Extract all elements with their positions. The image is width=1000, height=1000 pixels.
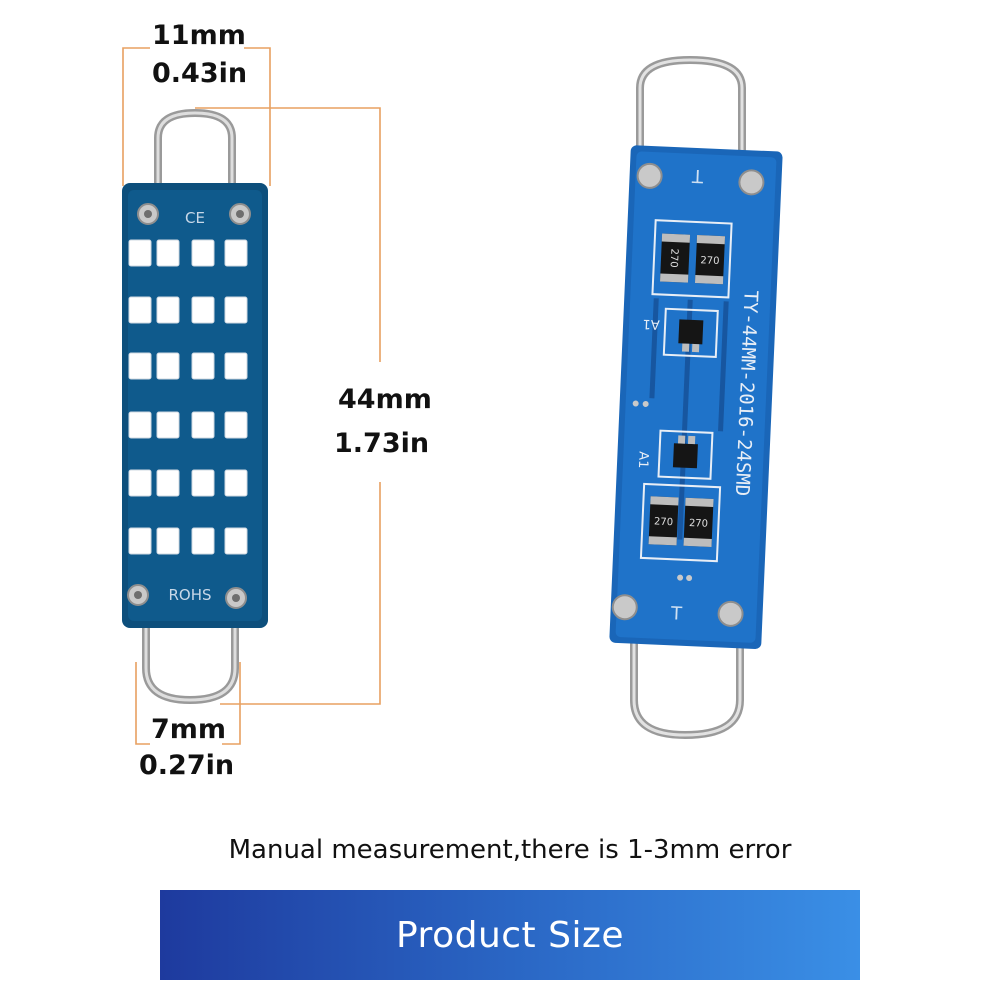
banner-title: Product Size xyxy=(395,914,625,956)
resistor-top-left: 270 xyxy=(660,233,691,283)
led-chip xyxy=(128,239,152,267)
back-pad-top-left xyxy=(636,162,663,189)
back-trace-right xyxy=(718,301,729,432)
front-top-loop xyxy=(154,108,236,190)
back-pad-bottom-right xyxy=(717,600,744,627)
led-chip xyxy=(191,352,215,380)
product-size-banner: Product Size xyxy=(160,890,860,980)
led-chip xyxy=(191,411,215,439)
diode-lower xyxy=(657,429,714,480)
led-chip xyxy=(156,527,180,555)
via-a xyxy=(632,400,639,407)
dimension-lines xyxy=(122,47,381,745)
loop-line-right xyxy=(222,662,241,745)
ce-mark: CE xyxy=(185,209,205,227)
terminal-mark-top: T xyxy=(691,165,705,187)
diode-label-lower: A1 xyxy=(635,451,651,469)
resistor-footprint-bottom xyxy=(639,482,722,563)
led-chip xyxy=(224,527,248,555)
led-chip xyxy=(128,352,152,380)
length-line-bottom xyxy=(220,482,381,705)
front-top-loop-shine xyxy=(156,111,234,190)
svg-text:270: 270 xyxy=(700,255,720,267)
terminal-mark-bottom: T xyxy=(670,603,684,625)
loop-in-label: 0.27in xyxy=(139,750,235,781)
led-chip xyxy=(156,469,180,497)
led-chip xyxy=(128,469,152,497)
front-pad-top-left-hole xyxy=(144,210,152,218)
via-b xyxy=(642,400,649,407)
back-pcb-group: T T 270 270 270 xyxy=(609,145,783,649)
resistor-footprint-top xyxy=(651,219,733,299)
back-pad-top-right xyxy=(738,169,765,196)
back-top-loop-shine xyxy=(638,58,744,180)
led-chip xyxy=(128,411,152,439)
loop-mm-label: 7mm xyxy=(151,714,227,745)
back-trace-left xyxy=(649,298,659,399)
led-chip xyxy=(224,469,248,497)
led-chip xyxy=(224,239,248,267)
front-pad-bottom-left-hole xyxy=(134,591,142,599)
led-chip xyxy=(156,296,180,324)
led-chip xyxy=(128,527,152,555)
led-chip xyxy=(224,352,248,380)
loop-line-left xyxy=(135,662,150,745)
led-chip xyxy=(156,352,180,380)
svg-text:270: 270 xyxy=(668,248,680,268)
resistor-bottom-left: 270 xyxy=(648,496,679,546)
width-mm-label: 11mm xyxy=(152,20,246,51)
svg-text:270: 270 xyxy=(654,516,674,528)
rohs-mark: ROHS xyxy=(168,586,211,604)
svg-text:270: 270 xyxy=(689,518,709,530)
width-line-left xyxy=(122,47,150,186)
led-chip xyxy=(224,411,248,439)
width-line-right xyxy=(244,47,271,186)
front-bulb: CE ROHS xyxy=(122,108,268,705)
led-chip xyxy=(191,527,215,555)
front-bottom-loop-shine xyxy=(144,615,237,702)
resistor-top-right: 270 xyxy=(694,235,726,285)
width-in-label: 0.43in xyxy=(152,58,248,89)
diode-label-upper: A1 xyxy=(642,316,660,332)
front-pad-bottom-right-hole xyxy=(232,594,240,602)
length-mm-label: 44mm xyxy=(338,384,432,415)
led-grid xyxy=(128,239,248,555)
via-d xyxy=(686,575,693,582)
diode-upper xyxy=(662,307,719,358)
led-chip xyxy=(191,469,215,497)
led-chip xyxy=(224,296,248,324)
led-chip xyxy=(156,239,180,267)
via-c xyxy=(677,574,684,581)
led-chip xyxy=(191,296,215,324)
led-chip xyxy=(191,239,215,267)
length-in-label: 1.73in xyxy=(334,428,430,459)
resistor-bottom-right: 270 xyxy=(683,497,714,547)
length-line-top xyxy=(195,107,381,362)
led-chip xyxy=(128,296,152,324)
front-pad-top-right-hole xyxy=(236,210,244,218)
measurement-note: Manual measurement,there is 1-3mm error xyxy=(228,835,792,865)
led-chip xyxy=(156,411,180,439)
back-bottom-loop-shine xyxy=(632,610,742,737)
back-bulb: T T 270 270 270 xyxy=(609,55,783,740)
back-pad-bottom-left xyxy=(611,594,638,621)
